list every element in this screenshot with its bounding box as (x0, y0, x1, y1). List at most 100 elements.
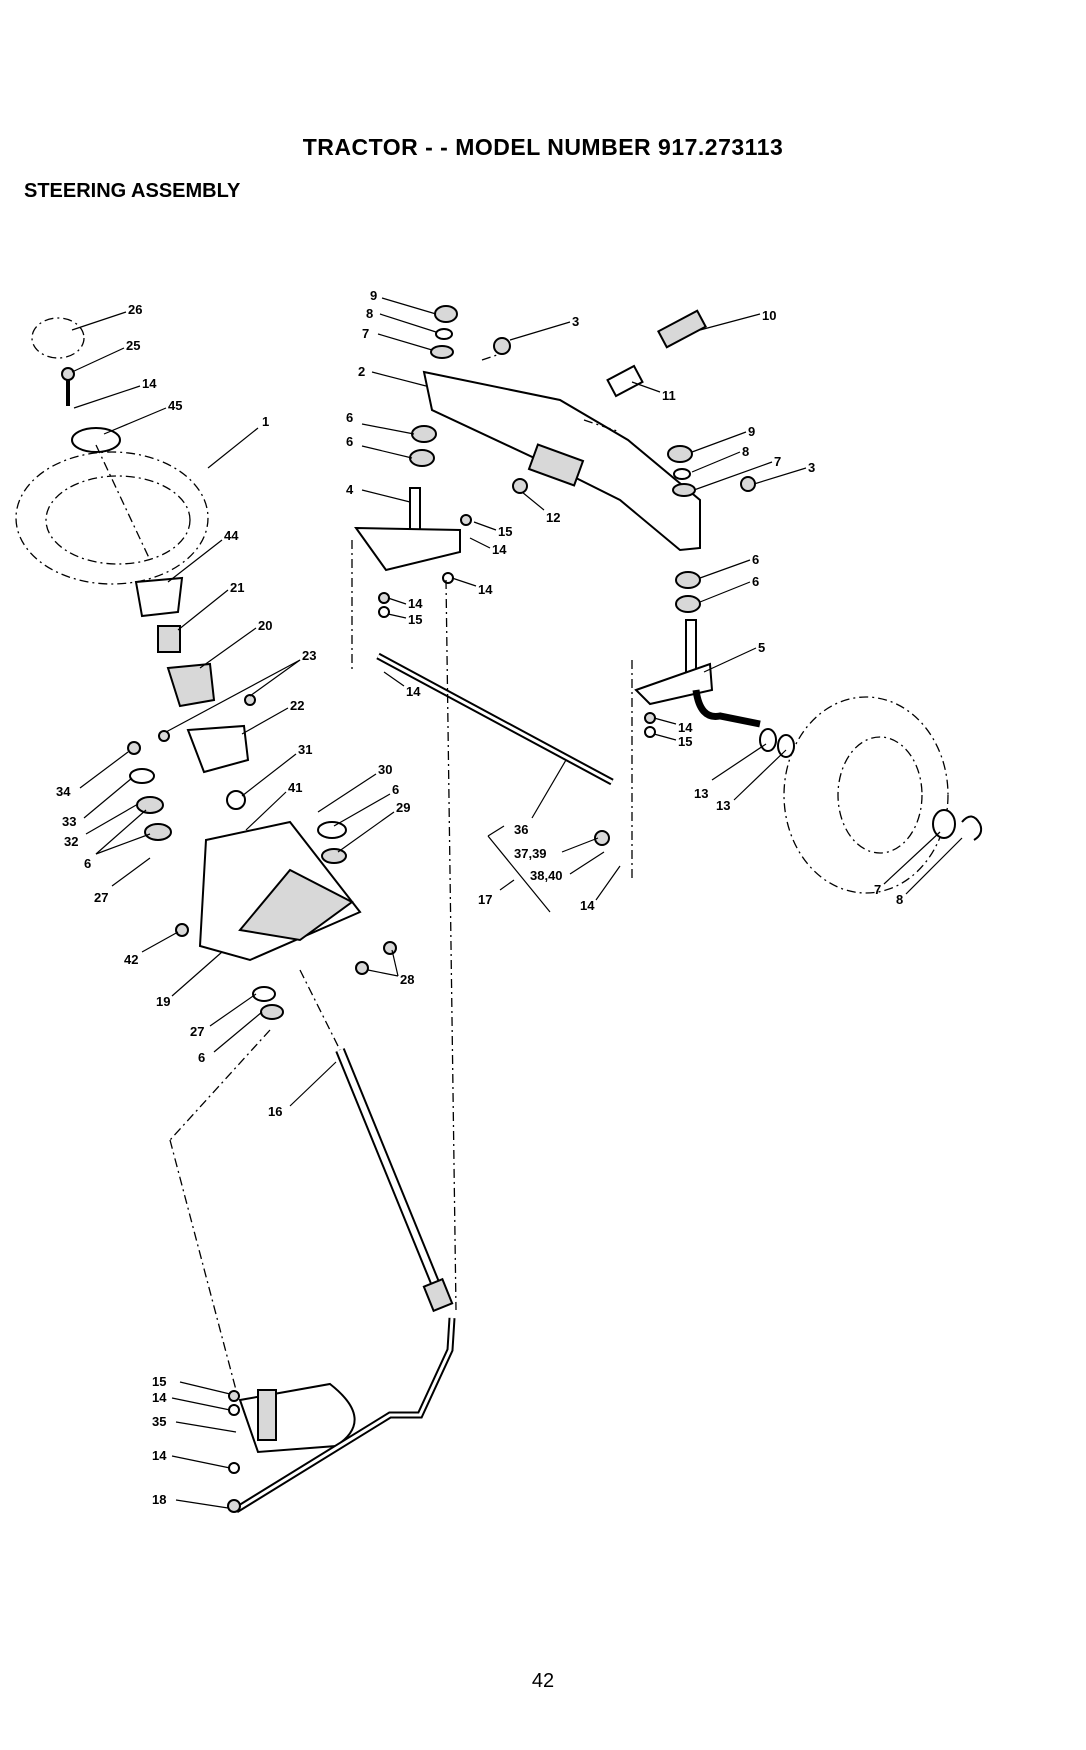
callout-label: 6 (392, 782, 399, 797)
callout-label: 6 (752, 552, 759, 567)
callout-label: 23 (302, 648, 316, 663)
washer-part (229, 1405, 239, 1415)
bolt-part (66, 380, 70, 406)
nut-part (228, 1500, 240, 1512)
washer-part (229, 1463, 239, 1473)
callout-label: 30 (378, 762, 392, 777)
callout-label: 27 (190, 1024, 204, 1039)
callout-label: 42 (124, 952, 138, 967)
bushing-part (318, 822, 346, 838)
callout-label: 27 (94, 890, 108, 905)
bearing-part (412, 426, 436, 442)
callout-label: 35 (152, 1414, 166, 1429)
callout-label: 9 (370, 288, 377, 303)
callout-label: 15 (498, 524, 512, 539)
callout-label: 16 (268, 1104, 282, 1119)
bushing-part (253, 987, 275, 1001)
pinion-gear-part (424, 1279, 452, 1311)
callout-label: 5 (758, 640, 765, 655)
callout-label: 10 (762, 308, 776, 323)
screw-part (245, 695, 255, 705)
steering-wheel-inner-part (46, 476, 190, 564)
bearing-flange-part (188, 726, 248, 772)
callout-label: 4 (346, 482, 354, 497)
callout-label: 15 (408, 612, 422, 627)
bolt-part (384, 942, 396, 954)
callout-label: 7 (774, 454, 781, 469)
callout-label: 14 (408, 596, 423, 611)
callout-label: 37,39 (514, 846, 547, 861)
wheel-hub-part (838, 737, 922, 853)
nut-part (128, 742, 140, 754)
callout-label: 17 (478, 892, 492, 907)
washer-part (379, 593, 389, 603)
spindle-right-part (686, 620, 696, 672)
callout-label: 15 (152, 1374, 166, 1389)
bearing-part (676, 572, 700, 588)
callout-label: 8 (896, 892, 903, 907)
front-axle-parts (352, 306, 981, 1310)
cap-part (435, 306, 457, 322)
washer-part (322, 849, 346, 863)
ring-part (436, 329, 452, 339)
pivot-bolt-part (658, 311, 705, 348)
callout-label: 8 (742, 444, 749, 459)
callout-label: 9 (748, 424, 755, 439)
washer-part (229, 1391, 239, 1401)
callout-label: 41 (288, 780, 302, 795)
grease-fitting-part (741, 477, 755, 491)
callout-label: 8 (366, 306, 373, 321)
front-wheel-part (784, 697, 948, 893)
callout-label: 34 (56, 784, 71, 799)
callout-label: 14 (492, 542, 507, 557)
callout-label: 2 (358, 364, 365, 379)
callout-label: 14 (142, 376, 157, 391)
callout-label: 6 (346, 410, 353, 425)
steering-wheel-parts (16, 318, 452, 1512)
washer-part (673, 484, 695, 496)
bearing-part (137, 797, 163, 813)
callout-label: 31 (298, 742, 312, 757)
callout-label: 14 (478, 582, 493, 597)
bearing-part (145, 824, 171, 840)
spindle-arm-left-part (356, 528, 460, 570)
callout-label: 33 (62, 814, 76, 829)
nut-part (513, 479, 527, 493)
callout-label: 29 (396, 800, 410, 815)
callout-label: 32 (64, 834, 78, 849)
callout-label: 6 (752, 574, 759, 589)
washer-part (760, 729, 776, 751)
callout-label: 22 (290, 698, 304, 713)
callout-label: 7 (362, 326, 369, 341)
callout-label: 6 (84, 856, 91, 871)
callout-label: 14 (678, 720, 693, 735)
callout-label: 6 (198, 1050, 205, 1065)
washer-part (227, 791, 245, 809)
callout-label: 6 (346, 434, 353, 449)
callout-label: 1 (262, 414, 269, 429)
callout-label: 18 (152, 1492, 166, 1507)
bolt-part (356, 962, 368, 974)
retainer-part (962, 816, 981, 840)
callout-label: 7 (874, 882, 881, 897)
callout-label: 15 (678, 734, 692, 749)
callout-label: 13 (694, 786, 708, 801)
callout-label: 13 (716, 798, 730, 813)
bushing-part (158, 626, 180, 652)
callout-label: 19 (156, 994, 170, 1009)
spindle-left-part (410, 488, 420, 534)
callout-label: 3 (808, 460, 815, 475)
washer-part (379, 607, 389, 617)
callout-label: 25 (126, 338, 140, 353)
callout-label: 14 (152, 1448, 167, 1463)
washer-part (431, 346, 453, 358)
washer-part (261, 1005, 283, 1019)
bearing-part (676, 596, 700, 612)
callout-label: 26 (128, 302, 142, 317)
washer-part (645, 727, 655, 737)
bearing-part (410, 450, 434, 466)
adapter-part (136, 578, 182, 616)
screw-part (159, 731, 169, 741)
washer-part (461, 515, 471, 525)
callout-label: 14 (580, 898, 595, 913)
